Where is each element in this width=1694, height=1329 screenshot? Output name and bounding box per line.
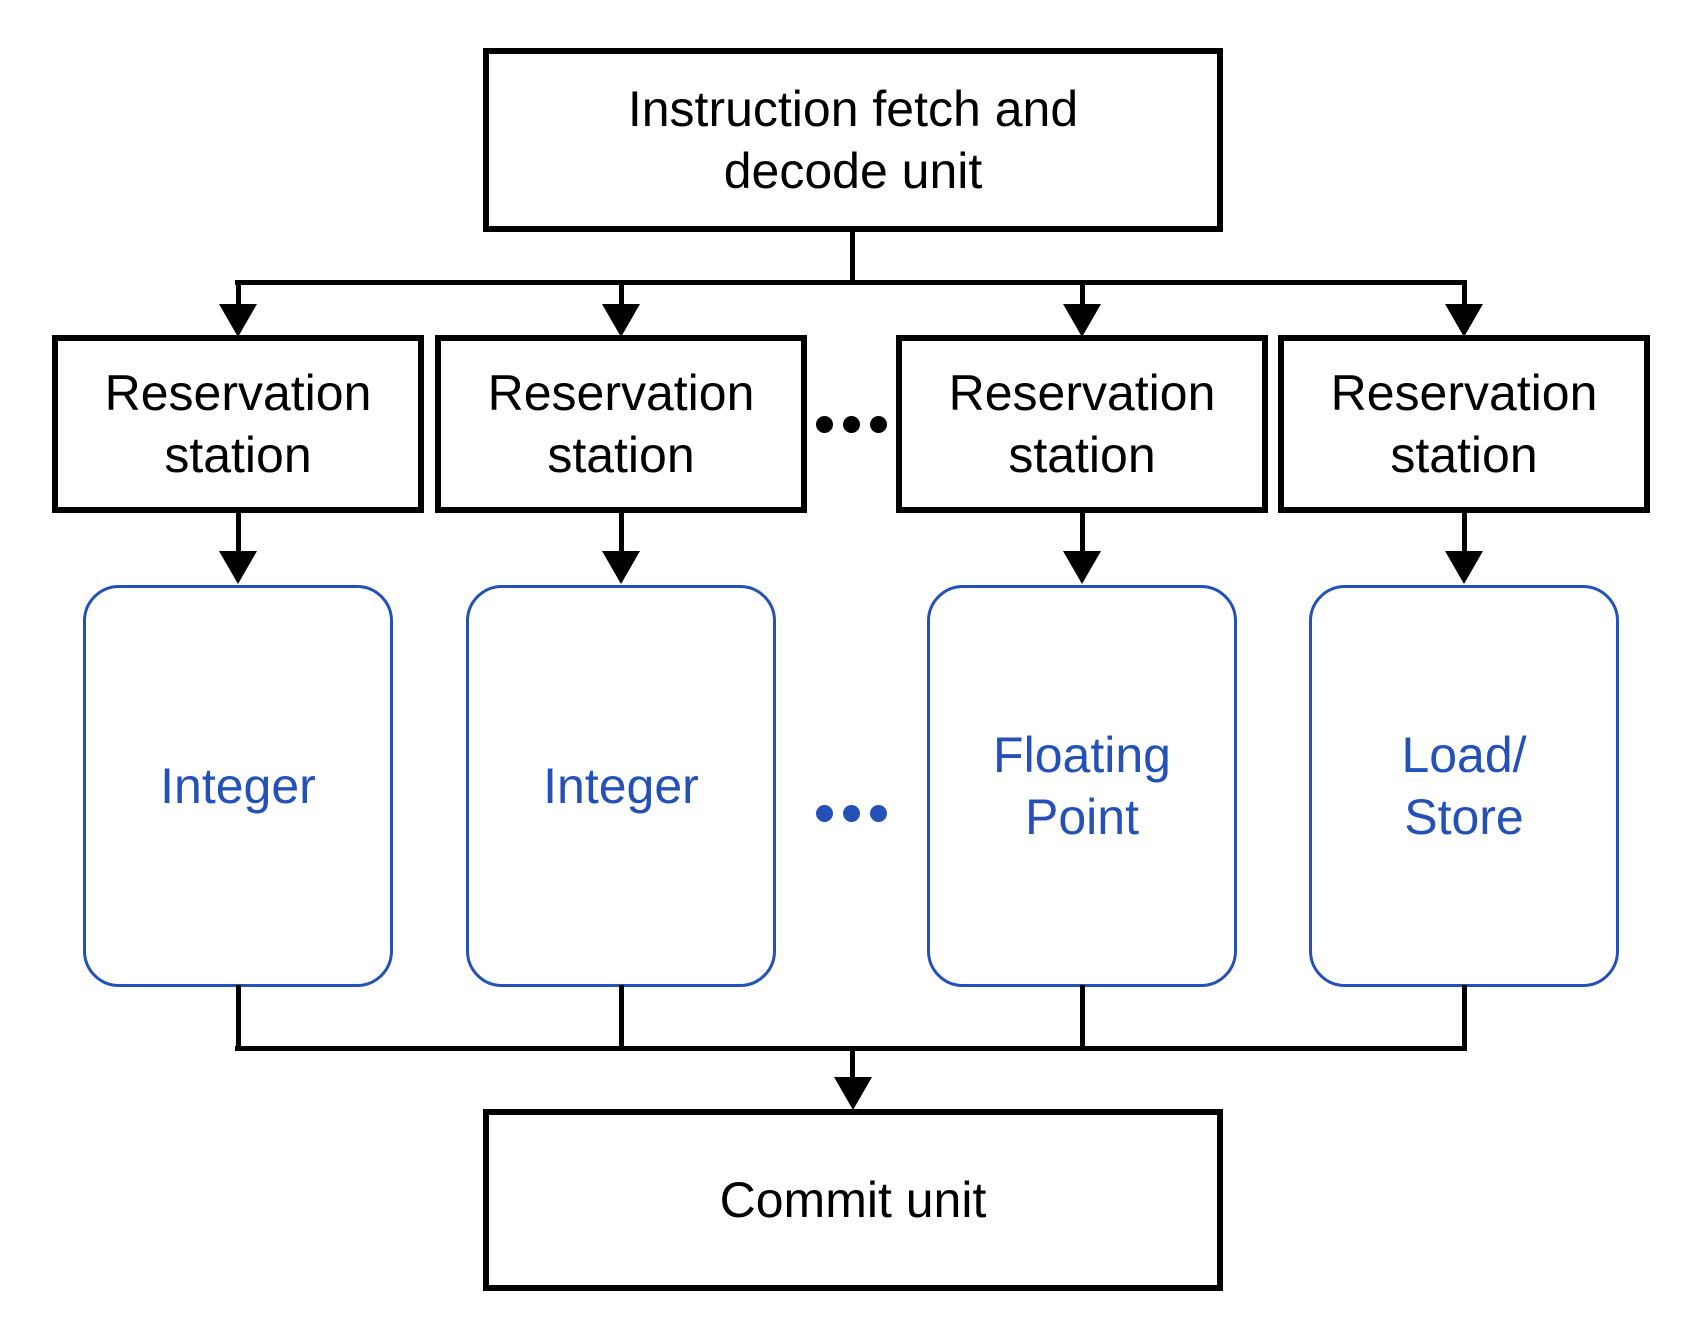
reservation-station-box-2: Reservation station [435,335,807,513]
functional-units-ellipsis-dots-icon [776,797,927,829]
issue-arrowhead-1 [219,551,257,584]
reservation-station-label-4: Reservation station [1330,365,1598,483]
dot-icon [870,415,887,433]
reservation-stations-ellipsis-dots-icon [807,335,896,513]
reservation-station-label-1: Reservation station [104,365,372,483]
integer-unit-label-1: Integer [160,758,316,814]
commit-arrow-stem [850,1046,855,1080]
dispatch-arrowhead-3 [1063,304,1101,337]
dispatch-arrow-stem-3 [1080,280,1085,306]
dispatch-arrowhead-1 [219,304,257,337]
dot-icon [843,804,860,822]
issue-arrowhead-4 [1445,551,1483,584]
issue-arrow-stem-3 [1080,511,1085,553]
result-stem-4 [1462,985,1467,1048]
dot-icon [843,415,860,433]
issue-arrowhead-2 [602,551,640,584]
issue-arrowhead-3 [1063,551,1101,584]
instruction-fetch-decode-label: Instruction fetch and decode unit [627,81,1079,199]
reservation-station-label-2: Reservation station [487,365,755,483]
dispatch-arrowhead-4 [1445,304,1483,337]
instruction-fetch-decode-box: Instruction fetch and decode unit [483,48,1223,232]
floating-point-unit-label: Floating Point [993,727,1171,845]
load-store-unit-box: Load/ Store [1309,585,1619,987]
result-stem-1 [236,985,241,1048]
dispatch-arrow-stem-1 [236,280,241,306]
issue-arrow-stem-4 [1462,511,1467,553]
integer-unit-box-1: Integer [83,585,393,987]
load-store-unit-label: Load/ Store [1401,727,1527,845]
dot-icon [816,804,833,822]
dot-icon [816,415,833,433]
commit-arrowhead [834,1077,872,1110]
floating-point-unit-box: Floating Point [927,585,1237,987]
dispatch-bus-line [235,280,1467,285]
dot-icon [870,804,887,822]
issue-arrow-stem-2 [619,511,624,553]
reservation-station-box-1: Reservation station [52,335,424,513]
commit-unit-box: Commit unit [483,1109,1223,1291]
dispatch-arrowhead-2 [602,304,640,337]
commit-unit-label: Commit unit [719,1172,987,1228]
result-stem-2 [619,985,624,1048]
dispatch-arrow-stem-2 [619,280,624,306]
reservation-station-box-3: Reservation station [896,335,1268,513]
reservation-station-box-4: Reservation station [1278,335,1650,513]
issue-arrow-stem-1 [236,511,241,553]
dispatch-arrow-stem-4 [1462,280,1467,306]
fetch-output-stem-line [850,229,855,282]
integer-unit-box-2: Integer [466,585,776,987]
integer-unit-label-2: Integer [543,758,699,814]
reservation-station-label-3: Reservation station [948,365,1216,483]
result-stem-3 [1080,985,1085,1048]
